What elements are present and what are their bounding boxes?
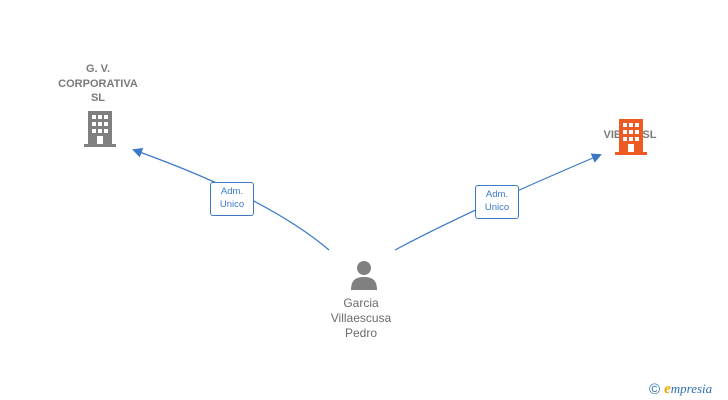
relation-label-line: Adm. xyxy=(220,186,244,197)
person-icon[interactable] xyxy=(350,260,378,290)
company-name-line: CORPORATIVA xyxy=(58,77,138,90)
person-name-line: Villaescusa xyxy=(330,311,392,325)
person-name-line: Garcia xyxy=(343,296,379,310)
brand-e-letter: e xyxy=(664,380,671,397)
copyright-icon: © xyxy=(649,380,661,398)
relation-label-line: Unico xyxy=(219,199,245,210)
person-name[interactable]: Garcia Villaescusa Pedro xyxy=(311,296,411,341)
company-name-line: G. V. xyxy=(85,63,111,75)
relation-label-line: Unico xyxy=(484,202,510,213)
person-name-line: Pedro xyxy=(344,326,378,340)
relation-label-line: Adm. xyxy=(485,189,509,200)
empresia-logo[interactable]: © e mpresia xyxy=(649,378,712,400)
company-gv-corporativa-name[interactable]: G. V. CORPORATIVA SL xyxy=(48,62,148,106)
building-icon[interactable] xyxy=(84,111,116,147)
company-name-line: SL xyxy=(90,92,106,104)
brand-name: mpresia xyxy=(670,381,713,396)
building-icon[interactable] xyxy=(615,119,647,155)
relation-label-viecy[interactable]: Adm. Unico xyxy=(475,185,519,219)
relation-label-gv-corporativa[interactable]: Adm. Unico xyxy=(210,182,254,216)
